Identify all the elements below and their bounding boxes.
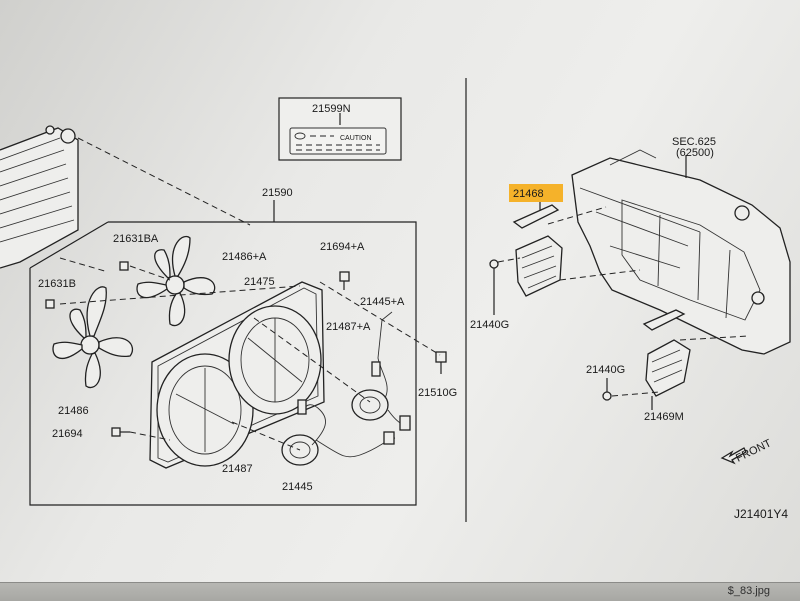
fan-motor-21487a xyxy=(351,311,411,431)
label-21590: 21590 xyxy=(262,187,293,199)
clip-21440g-top xyxy=(489,259,499,315)
label-21475: 21475 xyxy=(244,276,275,288)
radiator-core-support xyxy=(571,149,791,355)
fan-assembly-box xyxy=(29,200,417,506)
radiator xyxy=(0,125,79,269)
leader-21440g-top xyxy=(497,257,521,263)
bolt-21694a xyxy=(339,271,350,290)
air-guide-21469m xyxy=(642,309,691,397)
highlight-21468 xyxy=(509,184,563,202)
bolt-21510g xyxy=(435,351,447,374)
leader-21631b xyxy=(59,285,301,305)
leader-21468-b xyxy=(547,206,607,225)
leader-21469m-bolt xyxy=(611,391,661,397)
label-21445: 21445 xyxy=(282,481,313,493)
leader-radiator-1 xyxy=(77,137,251,226)
bolt-21631ba xyxy=(119,261,129,271)
label-sec625: SEC.625 xyxy=(672,136,716,148)
label-front: FRONT xyxy=(734,437,774,465)
label-21599n: 21599N xyxy=(312,103,351,115)
fan-blade-21486a xyxy=(136,235,216,327)
screen-bezel xyxy=(0,582,800,601)
fan-blade-21486 xyxy=(52,286,133,389)
leader-21631ba xyxy=(129,265,171,281)
caution-label-group xyxy=(278,97,402,161)
label-21440g-bottom: 21440G xyxy=(586,364,625,376)
label-diagram-id: J21401Y4 xyxy=(734,507,788,521)
label-21468: 21468 xyxy=(513,188,544,200)
label-21694: 21694 xyxy=(52,428,83,440)
taskbar-filename: $_83.jpg xyxy=(727,585,770,597)
label-21694a: 21694+A xyxy=(320,241,365,253)
label-21486a: 21486+A xyxy=(222,251,267,263)
label-21510g: 21510G xyxy=(418,387,457,399)
leader-21510g xyxy=(319,281,441,356)
leader-radiator-2 xyxy=(59,257,109,273)
label-21487: 21487 xyxy=(222,463,253,475)
bolt-21631b xyxy=(45,299,55,309)
front-arrow xyxy=(720,447,747,465)
label-21631ba: 21631BA xyxy=(113,233,159,245)
leader-21694 xyxy=(129,431,171,441)
label-caution: CAUTION xyxy=(340,135,372,142)
label-21486: 21486 xyxy=(58,405,89,417)
leader-21468-c xyxy=(559,269,641,281)
label-sec625-sub: (62500) xyxy=(676,147,714,159)
label-21445a: 21445+A xyxy=(360,296,405,308)
leader-21469m xyxy=(679,335,749,341)
clip-21440g-bottom xyxy=(602,378,612,401)
label-21631b: 21631B xyxy=(38,278,76,290)
bolt-21694 xyxy=(111,427,130,437)
label-21440g-top: 21440G xyxy=(470,319,509,331)
label-21487a: 21487+A xyxy=(326,321,371,333)
leader-motor-b xyxy=(231,421,301,451)
air-guide-21468 xyxy=(512,204,563,297)
leader-motor-a xyxy=(253,317,371,403)
fan-shroud xyxy=(149,281,325,469)
label-21469m: 21469M xyxy=(644,411,684,423)
